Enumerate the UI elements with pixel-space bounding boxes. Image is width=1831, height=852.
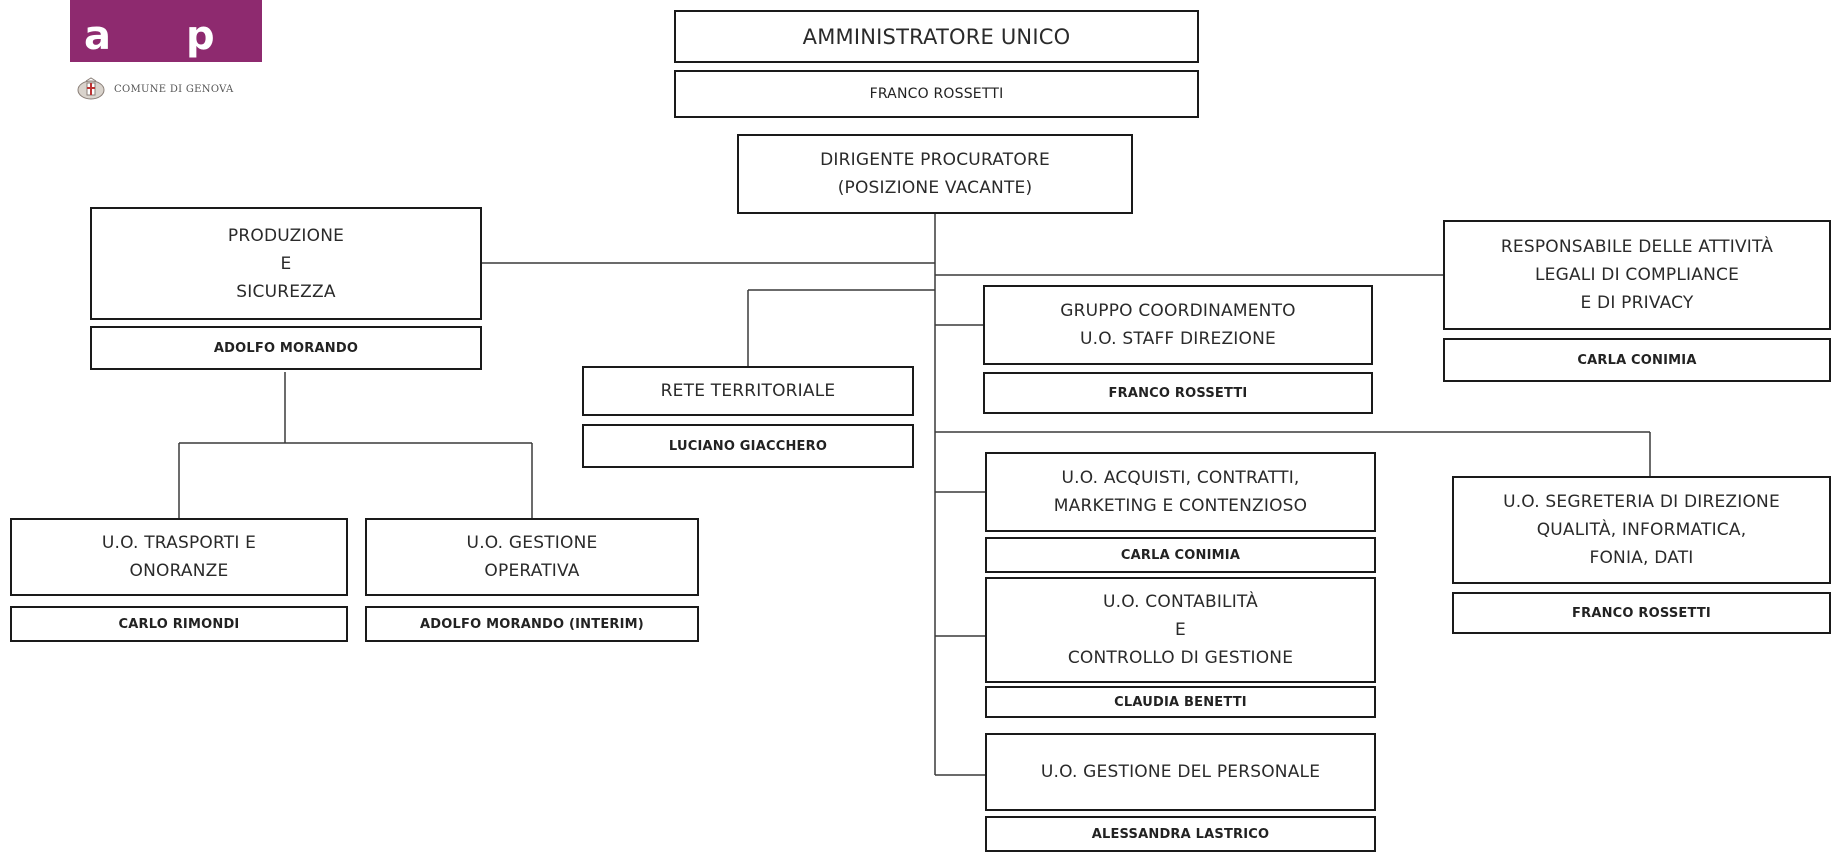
legali-name: CARLA CONIMIA: [1577, 352, 1697, 368]
contabilita-line3: CONTROLLO DI GESTIONE: [1067, 648, 1294, 668]
personale-title: U.O. GESTIONE DEL PERSONALE: [1040, 762, 1321, 782]
gruppo-line2: U.O. STAFF DIREZIONE: [1080, 329, 1276, 349]
trasporti-name: CARLO RIMONDI: [118, 616, 240, 632]
rete-territoriale-name-box: LUCIANO GIACCHERO: [582, 424, 914, 468]
logo-letter-p: p: [186, 13, 215, 59]
city-crest-icon: [77, 77, 105, 100]
legali-line1: RESPONSABILE DELLE ATTIVITÀ: [1500, 237, 1774, 257]
director-title: DIRIGENTE PROCURATORE: [820, 150, 1050, 170]
gestione-operativa-line1: U.O. GESTIONE: [466, 533, 598, 553]
administrator-title: AMMINISTRATORE UNICO: [802, 24, 1071, 49]
administrator-name-box: FRANCO ROSSETTI: [674, 70, 1199, 118]
legali-line2: LEGALI DI COMPLIANCE: [1534, 265, 1740, 285]
segreteria-name-box: FRANCO ROSSETTI: [1452, 592, 1831, 634]
produzione-name: ADOLFO MORANDO: [213, 340, 359, 356]
personale-name: ALESSANDRA LASTRICO: [1091, 826, 1270, 842]
contabilita-box: U.O. CONTABILITÀ E CONTROLLO DI GESTIONE: [985, 577, 1376, 683]
trasporti-name-box: CARLO RIMONDI: [10, 606, 348, 642]
produzione-name-box: ADOLFO MORANDO: [90, 326, 482, 370]
gestione-operativa-box: U.O. GESTIONE OPERATIVA: [365, 518, 699, 596]
administrator-name: FRANCO ROSSETTI: [869, 86, 1004, 102]
produzione-box: PRODUZIONE E SICUREZZA: [90, 207, 482, 320]
produzione-line3: SICUREZZA: [236, 281, 336, 302]
acquisti-box: U.O. ACQUISTI, CONTRATTI, MARKETING E CO…: [985, 452, 1376, 532]
gestione-operativa-name: ADOLFO MORANDO (INTERIM): [420, 616, 644, 632]
acquisti-name: CARLA CONIMIA: [1120, 547, 1241, 563]
comune-label: COMUNE DI GENOVA: [114, 83, 234, 95]
gruppo-coordinamento-box: GRUPPO COORDINAMENTO U.O. STAFF DIREZION…: [983, 285, 1373, 365]
segreteria-box: U.O. SEGRETERIA DI DIREZIONE QUALITÀ, IN…: [1452, 476, 1831, 584]
logo-letter-a: a: [84, 13, 111, 59]
contabilita-line1: U.O. CONTABILITÀ: [1102, 592, 1259, 612]
contabilita-name: CLAUDIA BENETTI: [1114, 694, 1247, 710]
company-logo: a p: [70, 0, 262, 62]
legali-name-box: CARLA CONIMIA: [1443, 338, 1831, 382]
personale-name-box: ALESSANDRA LASTRICO: [985, 816, 1376, 852]
acquisti-name-box: CARLA CONIMIA: [985, 537, 1376, 573]
legali-line3: E DI PRIVACY: [1580, 293, 1694, 313]
segreteria-line3: FONIA, DATI: [1589, 548, 1694, 568]
gestione-operativa-line2: OPERATIVA: [484, 561, 580, 581]
director-box: DIRIGENTE PROCURATORE (POSIZIONE VACANTE…: [737, 134, 1133, 214]
segreteria-line2: QUALITÀ, INFORMATICA,: [1536, 520, 1747, 540]
gestione-operativa-name-box: ADOLFO MORANDO (INTERIM): [365, 606, 699, 642]
gruppo-name: FRANCO ROSSETTI: [1108, 385, 1248, 401]
trasporti-line2: ONORANZE: [129, 561, 229, 581]
gruppo-coordinamento-name-box: FRANCO ROSSETTI: [983, 372, 1373, 414]
comune-di-genova-logo: COMUNE DI GENOVA: [76, 77, 234, 101]
acquisti-line2: MARKETING E CONTENZIOSO: [1053, 496, 1308, 516]
gruppo-line1: GRUPPO COORDINAMENTO: [1060, 301, 1296, 321]
segreteria-line1: U.O. SEGRETERIA DI DIREZIONE: [1503, 492, 1780, 512]
segreteria-name: FRANCO ROSSETTI: [1572, 605, 1711, 621]
trasporti-box: U.O. TRASPORTI E ONORANZE: [10, 518, 348, 596]
contabilita-line2: E: [1175, 620, 1186, 640]
personale-box: U.O. GESTIONE DEL PERSONALE: [985, 733, 1376, 811]
acquisti-line1: U.O. ACQUISTI, CONTRATTI,: [1061, 468, 1300, 488]
director-status: (POSIZIONE VACANTE): [837, 178, 1033, 198]
legali-box: RESPONSABILE DELLE ATTIVITÀ LEGALI DI CO…: [1443, 220, 1831, 330]
contabilita-name-box: CLAUDIA BENETTI: [985, 686, 1376, 718]
trasporti-line1: U.O. TRASPORTI E: [101, 533, 257, 553]
rete-territoriale-title: RETE TERRITORIALE: [660, 381, 836, 401]
rete-territoriale-name: LUCIANO GIACCHERO: [668, 438, 828, 454]
administrator-title-box: AMMINISTRATORE UNICO: [674, 10, 1199, 63]
rete-territoriale-box: RETE TERRITORIALE: [582, 366, 914, 416]
produzione-line2: E: [280, 253, 292, 274]
produzione-line1: PRODUZIONE: [227, 225, 345, 246]
